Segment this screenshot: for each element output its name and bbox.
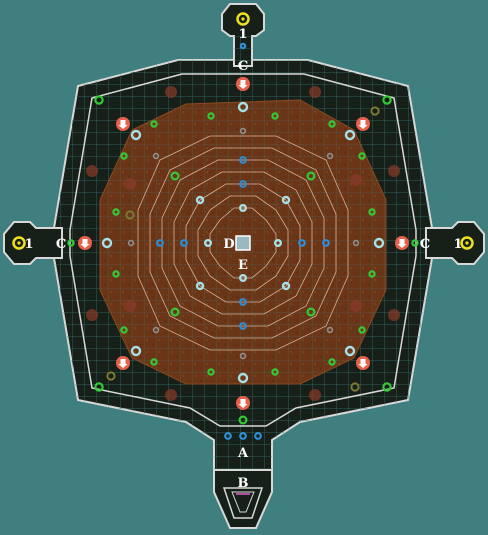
spawn-red-icon[interactable]: [78, 77, 409, 410]
north-corridor: [221, 3, 265, 67]
terrace-rings: [137, 135, 349, 351]
label-north-c: C: [238, 59, 248, 74]
label-north-1: 1: [238, 27, 247, 42]
label-east-c: C: [420, 237, 430, 252]
label-south-b: B: [238, 476, 249, 491]
marker-olive-icon[interactable]: [106, 106, 380, 392]
marker-cyan-icon[interactable]: [101, 101, 385, 384]
label-center-e: E: [238, 258, 248, 273]
east-corridor: [425, 221, 485, 265]
label-east-1: 1: [453, 237, 462, 252]
marker-blue-icon[interactable]: [156, 42, 330, 440]
label-south-a: A: [237, 446, 249, 461]
marker-gray-icon[interactable]: [127, 127, 360, 360]
item-green-icon[interactable]: [67, 95, 419, 425]
south-funnel: [213, 469, 273, 529]
marker-faded-icon[interactable]: [86, 86, 400, 401]
label-west-1: 1: [24, 237, 33, 252]
center-pad[interactable]: [235, 235, 251, 251]
waypoint-yellow-icon[interactable]: [12, 12, 474, 250]
label-west-c: C: [56, 237, 66, 252]
label-center-d: D: [223, 237, 234, 252]
west-corridor: [3, 221, 63, 265]
map-labels: 1 C 1 C C 1 D E A B: [24, 27, 462, 491]
